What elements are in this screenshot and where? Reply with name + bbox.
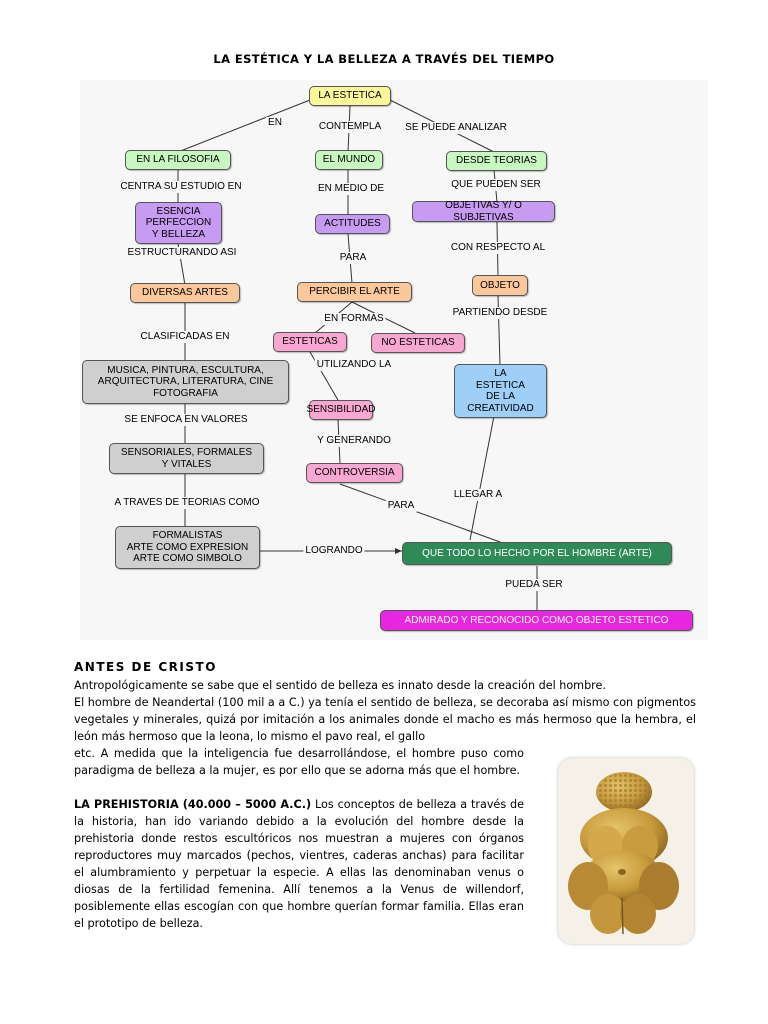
prehistoria-lead: LA PREHISTORIA (40.000 – 5000 A.C.)	[74, 798, 312, 811]
node-percibir-el-arte: PERCIBIR EL ARTE	[297, 282, 412, 302]
label-pueda-ser: PUEDA SER	[503, 579, 565, 591]
node-sensibilidad: SENSIBILIDAD	[307, 400, 375, 420]
label-en-medio-de: EN MEDIO DE	[315, 183, 387, 195]
node-objeto: OBJETO	[472, 275, 528, 296]
label-se-enfoca: SE ENFOCA EN VALORES	[122, 414, 250, 426]
node-diversas-artes: DIVERSAS ARTES	[130, 283, 240, 303]
node-desde-teorias: DESDE TEORIAS	[446, 151, 547, 171]
label-y-generando: Y GENERANDO	[315, 435, 393, 447]
label-en: EN	[266, 117, 284, 129]
node-la-estetica: LA ESTETICA	[309, 86, 391, 106]
node-actitudes: ACTITUDES	[315, 214, 390, 234]
prehistoria-text: Los conceptos de belleza a través de la …	[74, 798, 524, 930]
label-utilizando: UTILIZANDO LA	[314, 359, 394, 371]
label-partiendo: PARTIENDO DESDE	[450, 307, 550, 319]
node-esencia: ESENCIA PERFECCION Y BELLEZA	[135, 202, 222, 244]
node-esteticas: ESTETICAS	[273, 332, 347, 352]
label-a-traves: A TRAVES DE TEORIAS COMO	[112, 497, 262, 509]
venus-figurine-drawing	[568, 772, 679, 935]
label-se-puede-analizar: SE PUEDE ANALIZAR	[403, 122, 509, 134]
heading-antes-de-cristo: ANTES DE CRISTO	[74, 660, 217, 674]
paragraph-neandertal: El hombre de Neandertal (100 mil a a C.)…	[74, 696, 696, 743]
text-section: ANTES DE CRISTO Antropológicamente se sa…	[74, 660, 696, 932]
node-creatividad: LA ESTETICA DE LA CREATIVIDAD	[454, 364, 547, 418]
node-controversia: CONTROVERSIA	[306, 463, 403, 483]
node-admirado: ADMIRADO Y RECONOCIDO COMO OBJETO ESTETI…	[380, 610, 693, 631]
label-con-respecto: CON RESPECTO AL	[448, 242, 548, 254]
label-para-2: PARA	[385, 500, 417, 512]
node-en-la-filosofia: EN LA FILOSOFIA	[125, 150, 231, 170]
label-logrando: LOGRANDO	[303, 545, 365, 557]
label-centra: CENTRA SU ESTUDIO EN	[118, 181, 244, 193]
label-estructurando: ESTRUCTURANDO ASI	[125, 247, 239, 259]
label-para: PARA	[337, 252, 369, 264]
node-el-mundo: EL MUNDO	[315, 150, 383, 170]
label-clasificadas: CLASIFICADAS EN	[138, 331, 232, 343]
node-objetivas: OBJETIVAS Y/ O SUBJETIVAS	[412, 200, 555, 223]
document-title: LA ESTÉTICA Y LA BELLEZA A TRAVÉS DEL TI…	[213, 52, 555, 66]
label-contempla: CONTEMPLA	[316, 121, 384, 133]
label-en-formas: EN FORMAS	[322, 313, 386, 325]
node-musica: MUSICA, PINTURA, ESCULTURA, ARQUITECTURA…	[82, 360, 289, 404]
label-que-pueden-ser: QUE PUEDEN SER	[449, 179, 543, 191]
node-sensoriales: SENSORIALES, FORMALES Y VITALES	[109, 443, 264, 474]
paragraph-inteligencia: etc. A medida que la inteligencia fue de…	[74, 747, 524, 777]
node-formalistas: FORMALISTAS ARTE COMO EXPRESION ARTE COM…	[115, 526, 260, 569]
paragraph-antropologia: Antropológicamente se sabe que el sentid…	[74, 679, 606, 692]
node-no-esteticas: NO ESTETICAS	[371, 333, 465, 353]
label-llegar-a: LLEGAR A	[451, 489, 505, 501]
venus-figurine-image	[558, 758, 694, 944]
node-hombre-arte: QUE TODO LO HECHO POR EL HOMBRE (ARTE)	[402, 542, 672, 565]
paragraph-prehistoria: LA PREHISTORIA (40.000 – 5000 A.C.) Los …	[74, 796, 524, 932]
